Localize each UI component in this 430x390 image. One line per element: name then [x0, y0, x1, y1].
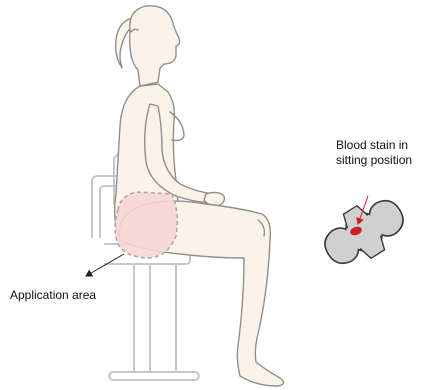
- application-area-label: Application area: [10, 288, 96, 303]
- blood-stain-label-line2: sitting position: [336, 153, 430, 168]
- sanitary-pad-icon: [315, 188, 414, 277]
- blood-stain-label-line1: Blood stain in: [336, 138, 430, 153]
- application-area: [115, 192, 177, 258]
- blood-stain-label: Blood stain in sitting position: [336, 138, 430, 168]
